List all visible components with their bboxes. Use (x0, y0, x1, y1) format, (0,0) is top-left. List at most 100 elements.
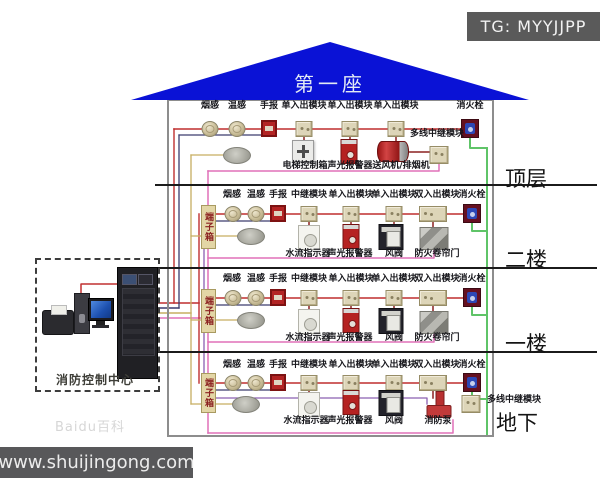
device-label: 消火栓 (458, 360, 486, 370)
device-label: 防火卷帘门 (414, 333, 460, 343)
device-label: 水流指示器 (283, 416, 329, 426)
smoke-heat-detector (247, 206, 265, 222)
sound-light-alarm (342, 390, 360, 415)
control-center-label: 消防控制中心 (55, 373, 134, 387)
device-label: 温感 (246, 190, 266, 200)
floor-label: 顶层 (505, 167, 547, 191)
water-flow-indicator (298, 225, 320, 250)
dual-io-module (419, 206, 447, 222)
device-label: 消火栓 (458, 274, 486, 284)
floor-label: 二楼 (505, 248, 547, 272)
sound-light-alarm (342, 224, 360, 249)
air-valve (378, 308, 404, 334)
device-label: 中继模块 (290, 190, 328, 200)
device-label: 单入出模块 (371, 274, 417, 284)
device-label: 水流指示器 (285, 249, 331, 259)
monitor-stand (96, 321, 105, 325)
io-module (387, 121, 405, 137)
relay-module (461, 395, 481, 413)
printer (42, 305, 74, 335)
side-device-label: 多线中继模块 (409, 129, 465, 139)
watermark-url: www.shuijingong.com (0, 452, 195, 473)
sound-light-alarm (342, 308, 360, 333)
device-label: 单入出模块 (328, 190, 374, 200)
device-label: 风阀 (384, 249, 404, 259)
device-label: 温感 (227, 101, 247, 111)
water-flow-indicator (298, 309, 320, 334)
device-label: 电梯控制箱 (282, 161, 328, 171)
fire-pump (426, 391, 453, 418)
ceiling-speaker (237, 228, 265, 245)
io-module (300, 375, 318, 391)
floor-label: 一楼 (505, 332, 547, 356)
device-label: 声光报警器 (327, 161, 373, 171)
device-label: 消火栓 (456, 101, 484, 111)
device-label: 单入出模块 (328, 274, 374, 284)
device-label: 单入出模块 (327, 101, 373, 111)
device-label: 中继模块 (290, 360, 328, 370)
floor-line-1f (133, 351, 597, 353)
device-label: 单入出模块 (281, 101, 327, 111)
monitor (88, 298, 114, 321)
air-valve (378, 390, 404, 416)
fire-shutter-door (419, 311, 449, 334)
device-label: 手报 (259, 101, 279, 111)
io-module (295, 121, 313, 137)
io-module (342, 290, 360, 306)
device-label: 手报 (268, 190, 288, 200)
device-label: 单入出模块 (371, 190, 417, 200)
io-module (385, 206, 403, 222)
manual-call-point (270, 289, 286, 306)
device-label: 双入出模块 (414, 274, 460, 284)
manual-call-point (270, 205, 286, 222)
sound-light-alarm (340, 139, 358, 164)
terminal-box: 端子箱 (201, 205, 216, 249)
ceiling-speaker (237, 312, 265, 329)
device-label: 双入出模块 (414, 360, 460, 370)
manual-call-point (261, 120, 277, 137)
hydrant-button (463, 373, 481, 392)
device-label: 单入出模块 (371, 360, 417, 370)
building-title: 第一座 (294, 72, 366, 96)
device-label: 双入出模块 (414, 190, 460, 200)
dual-io-module (419, 290, 447, 306)
io-module (300, 290, 318, 306)
side-device-label: 多线中继模块 (487, 395, 542, 405)
air-valve (378, 224, 404, 250)
smoke-heat-detector (201, 121, 219, 137)
ceiling-speaker (223, 147, 251, 164)
monitor-base (92, 325, 109, 328)
device-label: 防火卷帘门 (414, 249, 460, 259)
device-label: 烟感 (222, 190, 242, 200)
device-label: 温感 (246, 360, 266, 370)
baidu-watermark: Baidu百科 (55, 420, 125, 435)
watermark-bar: www.shuijingong.com (0, 447, 195, 478)
smoke-heat-detector (228, 121, 246, 137)
device-label: 温感 (246, 274, 266, 284)
floor-label: 地下 (496, 411, 538, 435)
io-module (342, 206, 360, 222)
elevator-control-box (292, 140, 314, 162)
smoke-heat-detector (224, 375, 242, 391)
device-label: 声光报警器 (327, 249, 373, 259)
smoke-heat-detector (224, 206, 242, 222)
fire-alarm-control-cabinet (117, 267, 158, 379)
hydrant-button (463, 204, 481, 223)
control-center-box (35, 258, 160, 392)
manual-call-point (270, 374, 286, 391)
device-label: 烟感 (200, 101, 220, 111)
device-label: 单入出模块 (328, 360, 374, 370)
device-label: 手报 (268, 360, 288, 370)
floor-line-top (155, 184, 597, 186)
device-label: 风阀 (384, 333, 404, 343)
smoke-heat-detector (247, 290, 265, 306)
hydrant-button (461, 119, 479, 138)
device-label: 单入出模块 (373, 101, 419, 111)
device-label: 声光报警器 (327, 333, 373, 343)
hydrant-button (463, 288, 481, 307)
terminal-box: 端子箱 (201, 289, 216, 333)
relay-module (429, 146, 449, 164)
io-module (342, 375, 360, 391)
io-module (385, 375, 403, 391)
